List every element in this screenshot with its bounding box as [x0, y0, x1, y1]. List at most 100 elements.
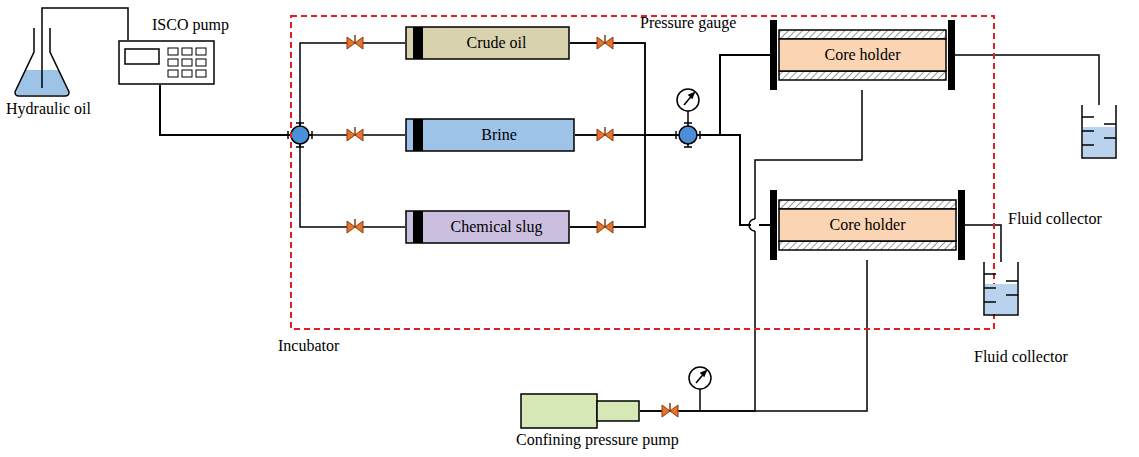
shape-part [1082, 116, 1094, 118]
node-label: Core holder [830, 216, 906, 234]
fluid-collector: Fluid collector [1080, 105, 1118, 160]
incubator-region: IncubatorCrude oilBrineChemical slugCore… [290, 15, 995, 330]
shape-part [1083, 127, 1115, 157]
shape-part [406, 211, 569, 243]
shape-part [677, 89, 699, 111]
node-label: ISCO pump [152, 16, 229, 34]
fluid-collector: Fluid collector [982, 262, 1020, 317]
shape-part [168, 70, 178, 77]
shape-part [689, 367, 711, 389]
pressure-gauge [689, 367, 711, 411]
pipe-line [640, 260, 867, 411]
pipe-line [42, 8, 128, 40]
shape-part [406, 119, 574, 151]
shape-part [604, 35, 606, 43]
shape-part [701, 371, 706, 376]
brine-cylinder: Brine [405, 118, 575, 152]
confining-pump: Confining pressure pump [520, 393, 640, 429]
shape-part [168, 59, 178, 66]
node-label: Core holder [825, 46, 901, 64]
shape-part [984, 273, 996, 275]
shape-part [687, 111, 689, 123]
shape-part [355, 129, 363, 141]
manifold-valve [676, 123, 700, 147]
shape-part [347, 129, 355, 141]
node-outline [118, 40, 215, 85]
shape-part [699, 131, 701, 139]
shape-part [984, 287, 996, 289]
shape-part [948, 20, 955, 90]
chemical-slug-cylinder: Chemical slug [405, 210, 570, 244]
shape-part [1006, 294, 1018, 296]
node-outline [12, 26, 72, 96]
shape-part [597, 129, 605, 141]
pipe-line [570, 43, 770, 135]
shape-part [196, 70, 206, 77]
shape-part [355, 37, 363, 49]
node-label: Brine [481, 126, 517, 144]
shape-part [182, 70, 192, 77]
pipe-line [570, 135, 770, 227]
shape-part [597, 37, 605, 49]
shape-part [291, 126, 309, 144]
shape-part [604, 219, 606, 227]
shape-part [779, 209, 956, 241]
shape-part [684, 146, 692, 148]
shape-part [751, 219, 759, 231]
pipe-line [160, 85, 405, 135]
node-label: Chemical slug [451, 218, 543, 236]
shape-part [779, 200, 956, 209]
shape-part [196, 48, 206, 55]
valve-group [347, 35, 678, 417]
shape-part [605, 37, 613, 49]
shape-part [1104, 137, 1116, 139]
shape-part [958, 190, 965, 260]
crude-oil-cylinder: Crude oil [405, 26, 570, 60]
shape-part [779, 30, 946, 39]
core-holder: Core holder [770, 20, 955, 90]
core-holder: Core holder [770, 190, 965, 260]
shape-part [119, 41, 214, 84]
shape-part [1082, 105, 1116, 158]
shape-part [684, 93, 694, 105]
shape-part [413, 211, 423, 243]
pipe-line [575, 55, 770, 135]
shape-part [669, 403, 671, 411]
shape-part [1006, 280, 1018, 282]
shape-part [1082, 130, 1094, 132]
shape-part [354, 219, 356, 227]
node-label: Fluid collector [1008, 210, 1102, 228]
shape-part [354, 127, 356, 135]
shape-part [699, 389, 701, 411]
pipe-line [160, 85, 405, 227]
shape-part [770, 190, 777, 260]
shape-part [984, 301, 996, 303]
pipe-line [570, 55, 770, 227]
node-label: Fluid collector [974, 348, 1068, 366]
shape-part [182, 59, 192, 66]
shape-part [347, 37, 355, 49]
shape-part [41, 26, 43, 88]
shape-part [1082, 144, 1094, 146]
node-outline [1080, 105, 1118, 160]
shape-part [779, 39, 946, 71]
shape-part [597, 221, 605, 233]
component-label: Pressure gauge [640, 14, 736, 32]
shape-part [689, 93, 694, 98]
shape-part [287, 131, 289, 139]
shape-part [354, 35, 356, 43]
shape-part [296, 146, 304, 148]
pressure-gauge [677, 89, 699, 123]
shape-part [605, 129, 613, 141]
node-label: Incubator [278, 337, 339, 355]
shape-part [296, 122, 304, 124]
shape-part [168, 48, 178, 55]
shape-part [675, 131, 677, 139]
shape-part [125, 49, 159, 64]
node-label: Crude oil [467, 34, 527, 52]
shape-part [770, 20, 777, 90]
shape-part [355, 221, 363, 233]
shape-part [311, 131, 313, 139]
